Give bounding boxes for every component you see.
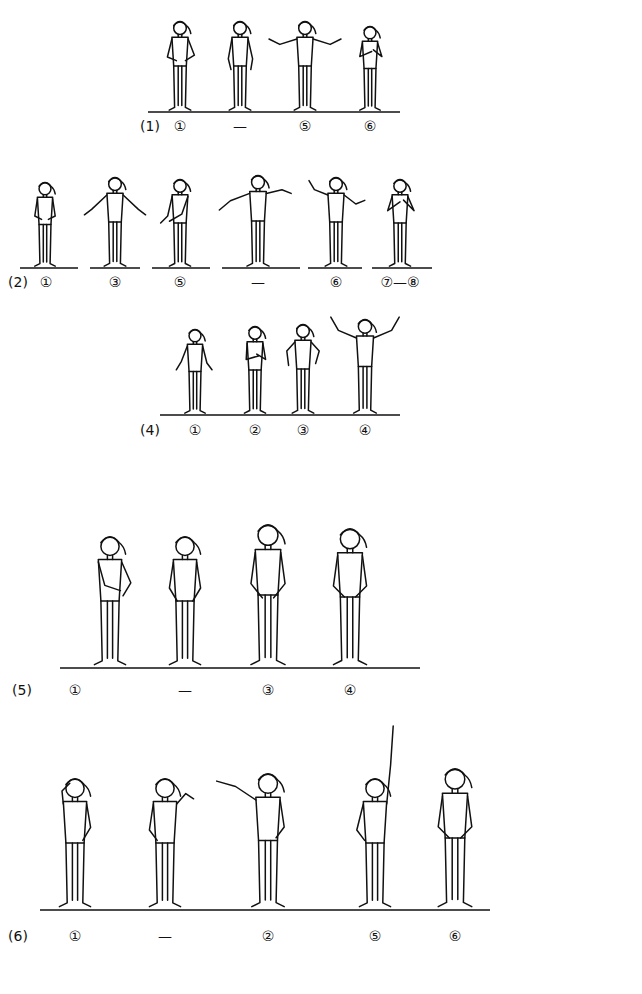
dancer-figure [333, 529, 366, 665]
step-number: ② [249, 422, 262, 438]
dancer-figure [219, 175, 291, 266]
dancer-figure [169, 537, 200, 665]
step-number: ③ [297, 422, 310, 438]
step-number: ① [189, 422, 202, 438]
step-number: — [178, 682, 192, 698]
ground-line [20, 112, 490, 910]
step-number: ① [69, 682, 82, 698]
step-number: ⑤ [299, 118, 312, 134]
step-number: ① [69, 928, 82, 944]
step-number: ⑤ [369, 928, 382, 944]
step-number: ④ [344, 682, 357, 698]
dancer-figure [35, 182, 55, 266]
step-number: ① [40, 274, 53, 290]
dancer-figure [244, 326, 265, 413]
step-number: ④ [359, 422, 372, 438]
row-number: (1) [140, 118, 160, 134]
row-number: (2) [8, 274, 28, 290]
dancer-figure [84, 177, 145, 266]
row-number: (5) [12, 682, 32, 698]
step-number: ⑥ [364, 118, 377, 134]
step-number: ⑥ [330, 274, 343, 290]
dancer-figure [309, 177, 365, 266]
dancer-figure [161, 179, 191, 266]
dancer-figure [94, 537, 130, 665]
step-number: ⑥ [449, 928, 462, 944]
row-number: (4) [140, 422, 160, 438]
step-number: ⑦—⑧ [380, 274, 419, 290]
step-number: ② [262, 928, 275, 944]
dancer-figure [388, 179, 414, 266]
row-number: (6) [8, 928, 28, 944]
step-number: — [158, 928, 172, 944]
dancer-figure [360, 26, 382, 110]
dancer-figure [217, 774, 285, 907]
dancer-figure [269, 21, 341, 110]
dancer-figure [176, 329, 212, 413]
step-number: ③ [109, 274, 122, 290]
dancer-figure [59, 779, 90, 907]
step-number: ③ [262, 682, 275, 698]
dancer-figure [438, 769, 472, 907]
dancer-figure [167, 21, 194, 110]
dancer-figure [287, 324, 319, 413]
dancer-figure [357, 726, 393, 907]
step-number: — [251, 274, 265, 290]
dancer-figure [149, 779, 193, 907]
step-number: ① [174, 118, 187, 134]
step-number: ⑤ [174, 274, 187, 290]
step-number: — [233, 118, 247, 134]
dancer-figure [228, 21, 252, 110]
dancer-figure [251, 525, 285, 665]
dancer-figure [331, 317, 399, 413]
